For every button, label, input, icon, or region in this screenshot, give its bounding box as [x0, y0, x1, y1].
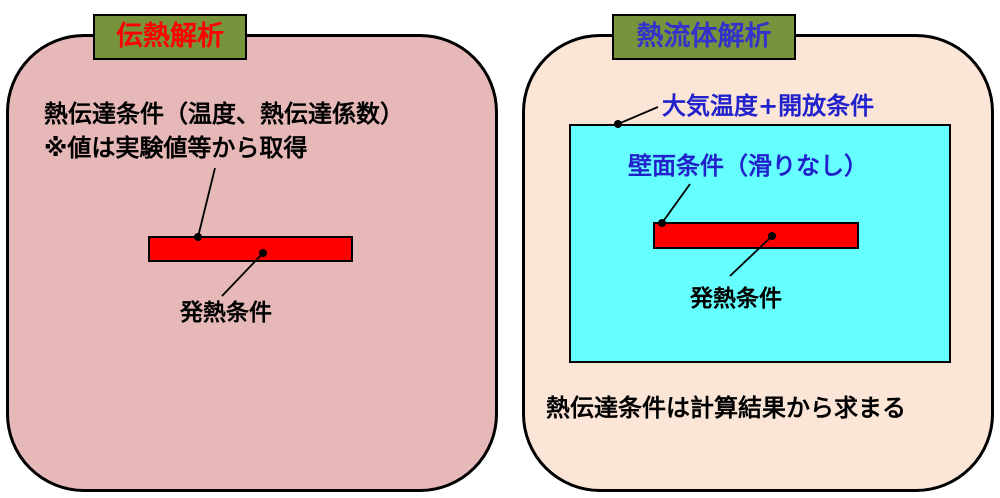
thermal-fluid-title: 熱流体解析: [612, 14, 796, 60]
heat-transfer-result-text: 熱伝達条件は計算結果から求まる: [546, 394, 906, 422]
left-boundary-condition-text: 熱伝達条件（温度、熱伝達係数）: [44, 100, 404, 128]
left-heat-source: [148, 236, 353, 262]
wall-condition-label: 壁面条件（滑りなし）: [628, 152, 868, 180]
left-boundary-note-text: ※値は実験値等から取得: [44, 134, 308, 162]
heat-transfer-title: 伝熱解析: [93, 14, 247, 60]
right-heat-generation-label: 発熱条件: [690, 286, 782, 312]
atmosphere-condition-label: 大気温度+開放条件: [662, 92, 875, 120]
left-heat-generation-label: 発熱条件: [180, 300, 272, 326]
right-heat-source: [653, 222, 859, 249]
